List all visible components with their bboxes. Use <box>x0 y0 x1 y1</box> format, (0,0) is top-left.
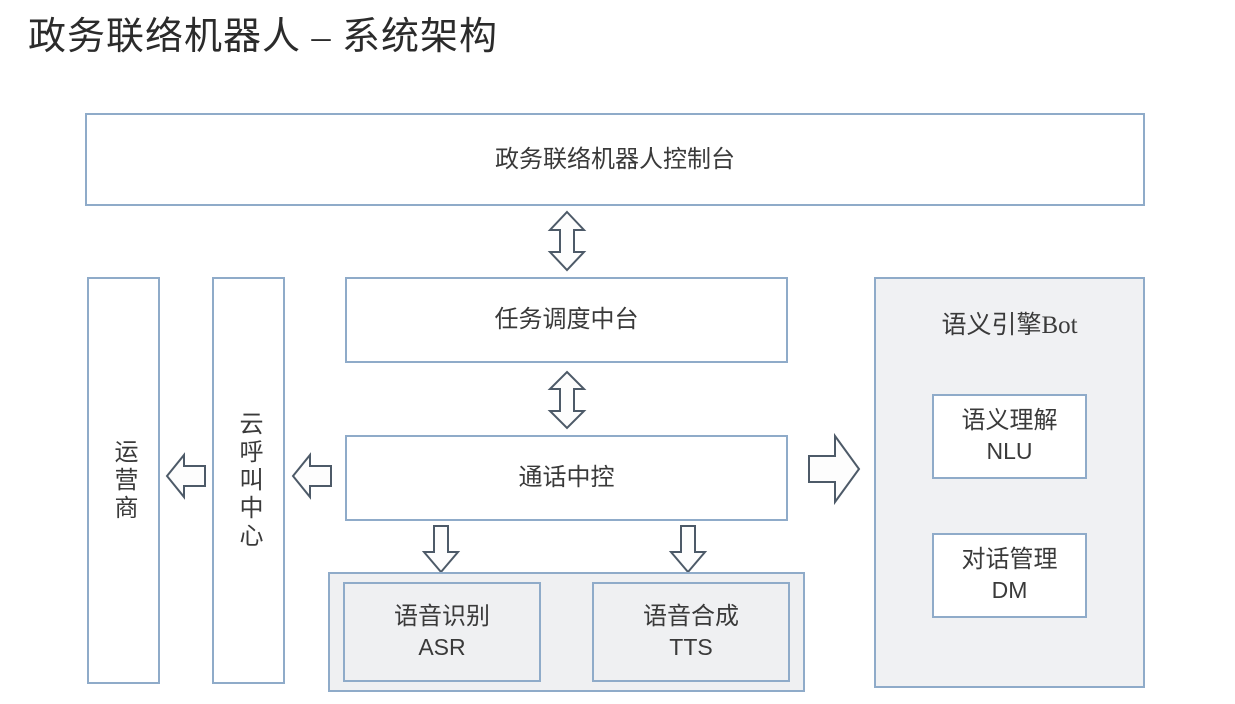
semantic-engine-bot-panel <box>874 277 1145 688</box>
asr-label: 语音识别 ASR <box>394 603 490 660</box>
asr-box[interactable]: 语音识别 ASR <box>343 582 541 682</box>
cloud-call-center-box[interactable]: 云呼叫中心 <box>212 277 285 684</box>
call-control-label: 通话中控 <box>518 465 615 491</box>
nlu-box[interactable]: 语义理解 NLU <box>932 394 1087 479</box>
dm-box[interactable]: 对话管理 DM <box>932 533 1087 618</box>
task-scheduler-label: 任务调度中台 <box>494 307 639 333</box>
nlu-label: 语义理解 NLU <box>961 408 1058 465</box>
semantic-engine-bot-title: 语义引擎Bot <box>941 312 1078 339</box>
cloud-to-carrier-arrow <box>165 450 206 502</box>
call-control-to-asr-arrow <box>421 525 461 574</box>
scheduler-to-call-control-arrow <box>547 370 587 430</box>
console-to-scheduler-arrow <box>547 210 587 272</box>
tts-box[interactable]: 语音合成 TTS <box>592 582 790 682</box>
page-title: 政务联络机器人 – 系统架构 <box>28 16 499 58</box>
call-control-to-tts-arrow <box>668 525 708 574</box>
call-control-to-bot-arrow <box>808 432 861 506</box>
tts-label: 语音合成 TTS <box>643 603 739 660</box>
call-control-box[interactable]: 通话中控 <box>345 435 788 521</box>
carrier-label: 运营商 <box>110 438 136 523</box>
console-label: 政务联络机器人控制台 <box>495 146 735 173</box>
carrier-box[interactable]: 运营商 <box>87 277 160 684</box>
call-control-to-cloud-arrow <box>291 450 332 502</box>
console-box[interactable]: 政务联络机器人控制台 <box>85 113 1145 206</box>
task-scheduler-box[interactable]: 任务调度中台 <box>345 277 788 363</box>
cloud-call-center-label: 云呼叫中心 <box>235 410 261 551</box>
dm-label: 对话管理 DM <box>961 547 1058 604</box>
